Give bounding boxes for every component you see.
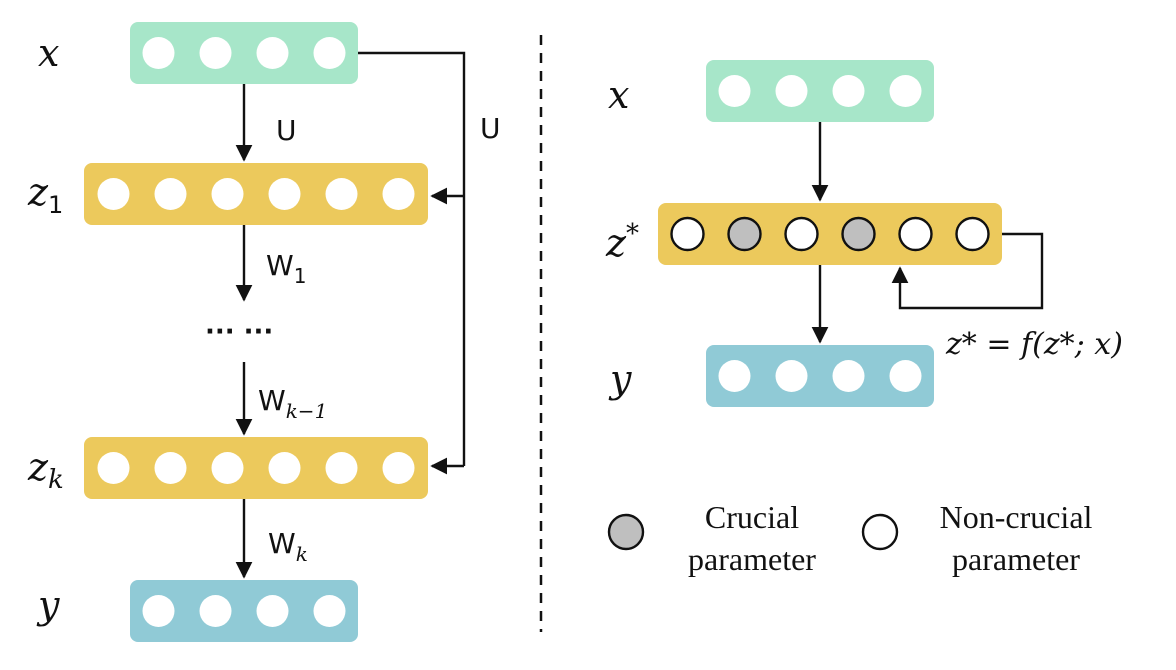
output-node — [313, 595, 346, 627]
hidden-node — [211, 452, 244, 484]
input-node — [142, 37, 175, 69]
right-input-layer — [706, 60, 934, 122]
input-node — [313, 37, 346, 69]
non-crucial-node — [955, 216, 990, 252]
input-node — [256, 37, 289, 69]
crucial-node — [727, 216, 762, 252]
legend-crucial-line2: parameter — [688, 541, 816, 577]
hidden-node — [268, 452, 301, 484]
left-output-layer — [130, 580, 358, 642]
input-node — [718, 75, 751, 107]
right-y-label: y — [608, 357, 632, 401]
left-node-group — [97, 37, 415, 627]
ellipsis: ··· ··· — [205, 317, 273, 347]
input-node — [775, 75, 808, 107]
output-node — [775, 360, 808, 392]
output-node — [142, 595, 175, 627]
right-z-star-label: z* — [605, 219, 639, 265]
hidden-node — [325, 178, 358, 210]
hidden-node — [154, 452, 187, 484]
left-panel: x z1 zk y U U W1 ··· ··· Wk−1 — [27, 22, 501, 642]
output-node — [832, 360, 865, 392]
hidden-node — [97, 452, 130, 484]
left-hidden-layer-z1 — [84, 163, 428, 225]
hidden-node — [97, 178, 130, 210]
output-node — [718, 360, 751, 392]
weight-w1-label: W1 — [266, 249, 306, 288]
crucial-node — [841, 216, 876, 252]
hidden-node — [268, 178, 301, 210]
skip-connection-line — [358, 51, 466, 466]
left-x-label: x — [38, 31, 59, 75]
output-node — [889, 360, 922, 392]
left-y-label: y — [36, 583, 60, 627]
right-node-group — [670, 75, 990, 392]
weight-u-label: U — [276, 114, 297, 147]
left-zk-label: zk — [27, 445, 64, 495]
weight-wk-label: Wk — [268, 527, 308, 566]
non-crucial-node — [898, 216, 933, 252]
left-input-layer — [130, 22, 358, 84]
legend-non-crucial-node-icon — [861, 513, 899, 551]
left-z1-label: z1 — [27, 170, 63, 219]
left-hidden-layer-zk — [84, 437, 428, 499]
right-output-layer — [706, 345, 934, 407]
legend-non-crucial-line1: Non-crucial — [940, 499, 1093, 535]
hidden-node — [382, 178, 415, 210]
right-panel: x z* y z* = f(z*; x) Crucial parameter N… — [605, 60, 1123, 577]
output-node — [256, 595, 289, 627]
output-node — [199, 595, 232, 627]
hidden-node — [154, 178, 187, 210]
fixed-point-equation: z* = f(z*; x) — [945, 327, 1123, 362]
legend-non-crucial-line2: parameter — [952, 541, 1080, 577]
input-node — [832, 75, 865, 107]
right-hidden-layer-z-star — [658, 203, 1002, 265]
hidden-node — [382, 452, 415, 484]
weight-u-skip-label: U — [480, 112, 501, 145]
weight-wk1-label: Wk−1 — [258, 384, 327, 423]
non-crucial-node — [670, 216, 705, 252]
legend: Crucial parameter Non-crucial parameter — [607, 499, 1093, 577]
input-node — [199, 37, 232, 69]
hidden-node — [325, 452, 358, 484]
legend-crucial-line1: Crucial — [705, 499, 799, 535]
right-x-label: x — [608, 73, 629, 117]
input-node — [889, 75, 922, 107]
fixed-point-loop-arrow — [891, 232, 1044, 310]
legend-crucial-node-icon — [607, 513, 645, 551]
non-crucial-node — [784, 216, 819, 252]
hidden-node — [211, 178, 244, 210]
